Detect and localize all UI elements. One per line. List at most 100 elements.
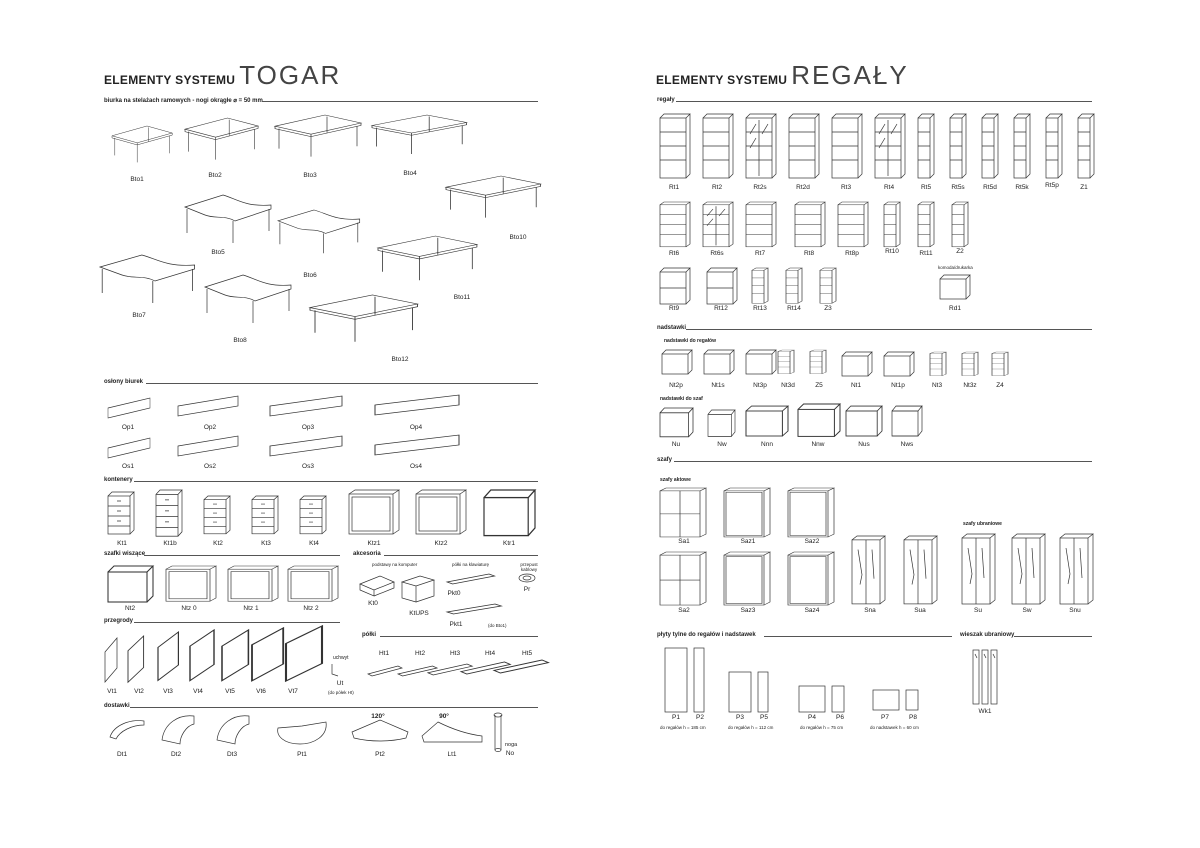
shelving-drawing: [951, 201, 969, 248]
shelving-drawing: [981, 113, 999, 179]
label-panel-p8: P8: [909, 714, 917, 721]
cover-drawing: [269, 395, 343, 417]
label-extension-dt2: Dt2: [170, 751, 182, 758]
label-top-nt3d: Nt3d: [781, 382, 795, 389]
shelving-drawing: [659, 113, 691, 179]
partition-drawing: [189, 629, 215, 682]
desk-drawing: [99, 254, 196, 304]
label-accessory-ktups: KtUPS: [409, 610, 429, 617]
subsection-file-cabinets: szafy aktowe: [660, 477, 691, 483]
rule-cabinets: [674, 461, 1092, 462]
label-panel-p7: P7: [881, 714, 889, 721]
label-panel-p1: P1: [672, 714, 680, 721]
cabinet-drawing: [787, 551, 835, 606]
accessory-note-cable: przepust kablowy: [520, 562, 538, 572]
top-drawing: [891, 405, 923, 437]
printer-code: Rd1: [949, 305, 961, 312]
label-cover-op3: Op3: [301, 424, 315, 431]
back-panel-note-112: do regałów h = 112 cm: [728, 725, 774, 730]
subsection-wardrobes: szafy ubraniowe: [963, 521, 1002, 527]
label-cabinet-saz2: Saz2: [804, 538, 820, 545]
label-shelving-rt8p: Rt8p: [845, 250, 859, 257]
label-wardrobe-su: Su: [974, 607, 982, 614]
top-drawing: [961, 351, 979, 377]
label-hanging-ntz1: Ntz 1: [243, 605, 259, 612]
back-panel-drawing: [798, 685, 845, 713]
label-container-kt1: Kt1: [117, 540, 127, 547]
cover-drawing: [269, 435, 343, 457]
shelving-drawing: [659, 267, 691, 305]
extension-drawing: [216, 715, 250, 745]
container-drawing: [107, 491, 135, 535]
section-desks: biurka na stelażach ramowych - nogi okrą…: [104, 98, 263, 104]
label-panel-p3: P3: [736, 714, 744, 721]
rule-containers: [134, 481, 538, 482]
label-shelving-rt13: Rt13: [753, 305, 767, 312]
desk-drawing: [111, 125, 173, 163]
right-title-big: REGAŁY: [791, 60, 909, 90]
top-drawing: [659, 407, 694, 438]
label-shelf-ht4: Ht4: [484, 650, 496, 657]
section-containers: kontenery: [104, 477, 133, 483]
label-container-ktz2: Ktz2: [434, 540, 448, 547]
top-drawing: [809, 349, 827, 375]
shelving-drawing: [659, 201, 691, 248]
shelving-drawing: [1045, 113, 1063, 179]
holder-code: Ut: [336, 680, 344, 687]
holder-note: (do półek Ht): [328, 690, 354, 695]
top-drawing: [841, 351, 873, 377]
label-top-z5: Z5: [815, 382, 823, 389]
cover-drawing: [374, 394, 460, 416]
top-drawing: [797, 403, 841, 438]
label-cabinet-saz4: Saz4: [804, 607, 820, 614]
partition-drawing: [157, 631, 180, 682]
label-shelf-ht1: Ht1: [378, 650, 390, 657]
label-desk-3: Bto3: [303, 172, 317, 179]
label-shelving-rt9: Rt9: [668, 305, 680, 312]
cabinet-drawing: [787, 487, 835, 538]
label-partition-vt4: Vt4: [193, 688, 203, 695]
label-top-nw: Nw: [717, 441, 727, 448]
shelving-drawing: [706, 267, 738, 305]
shelving-drawing: [794, 201, 826, 248]
left-title-small: ELEMENTY SYSTEMU: [104, 73, 236, 87]
partition-drawing: [284, 624, 324, 683]
extension-drawing: [421, 721, 483, 743]
cabinet-drawing: [723, 551, 771, 606]
shelf-drawing: [367, 665, 403, 677]
desk-drawing: [184, 117, 259, 161]
container-drawing: [415, 489, 467, 535]
partition-drawing: [220, 628, 250, 682]
label-hanging-nt2: Nt2: [124, 605, 136, 612]
shelving-drawing: [1077, 113, 1095, 179]
label-extension-pt2: Pt2: [375, 751, 385, 758]
label-cabinet-sa1: Sa1: [678, 538, 690, 545]
label-shelving-rt14: Rt14: [787, 305, 801, 312]
label-desk-12: Bto12: [391, 356, 409, 363]
shelving-drawing: [819, 267, 837, 304]
wardrobe-drawing: [1011, 533, 1046, 605]
label-top-nt3p: Nt3p: [753, 382, 767, 389]
label-cabinet-saz3: Saz3: [740, 607, 756, 614]
label-cover-op1: Op1: [121, 424, 135, 431]
top-drawing: [883, 351, 915, 377]
top-drawing: [745, 405, 789, 437]
label-partition-vt2: Vt2: [134, 688, 144, 695]
label-partition-vt6: Vt6: [256, 688, 266, 695]
top-drawing: [707, 409, 736, 437]
accessory-note-bto1: (do Bto1): [488, 623, 507, 628]
label-hanging-ntz0: Ntz 0: [181, 605, 197, 612]
extension-drawing: [161, 715, 195, 745]
cover-drawing: [177, 435, 239, 457]
hanging-drawing: [107, 565, 154, 603]
leg-drawing: [493, 712, 503, 752]
label-container-kt4: Kt4: [309, 540, 319, 547]
back-panel-drawing: [664, 647, 705, 713]
label-shelving-rt3: Rt3: [840, 184, 852, 191]
hanging-drawing: [287, 565, 339, 602]
rule-shelving: [676, 101, 1092, 102]
label-shelving-rt5: Rt5: [920, 184, 932, 191]
desk-drawing: [277, 209, 361, 254]
